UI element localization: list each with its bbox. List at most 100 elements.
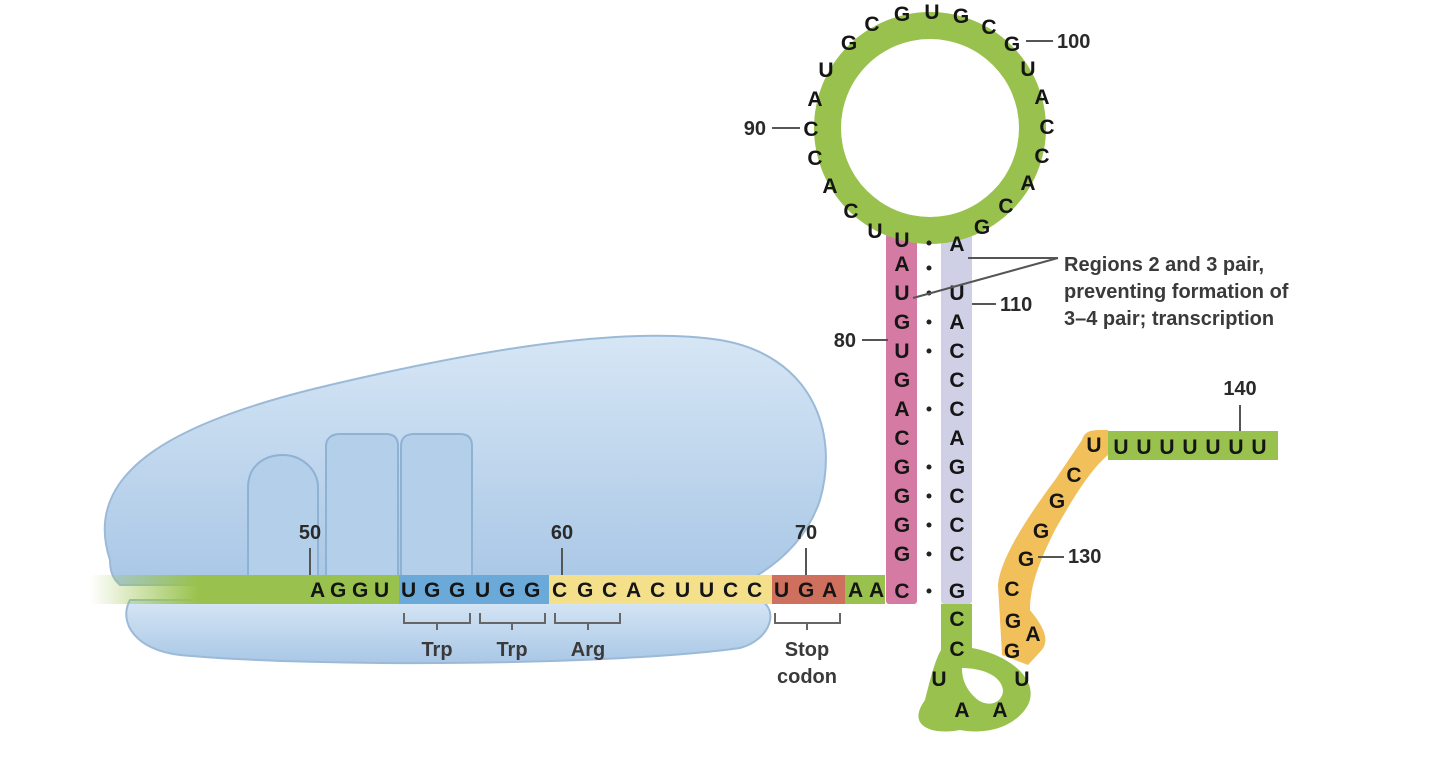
lower-stem-green	[918, 604, 1031, 732]
base: C	[894, 427, 909, 450]
base: G	[894, 3, 910, 26]
ribosome	[103, 334, 827, 665]
base: G	[894, 456, 910, 479]
strand-stop-region	[772, 575, 845, 604]
position-140-label: 140	[1223, 378, 1256, 400]
position-50-label: 50	[299, 522, 321, 544]
top-loop-join-gap	[917, 222, 941, 236]
base: A	[869, 579, 884, 602]
base: A	[626, 579, 641, 602]
base: C	[747, 579, 762, 602]
stop-codon-label-line1: Stop	[785, 639, 829, 661]
arg-codon-label: Arg	[571, 639, 605, 661]
base: G	[1004, 640, 1020, 663]
annotation-line-1: Regions 2 and 3 pair,	[1064, 254, 1264, 276]
base: A	[992, 699, 1007, 722]
base: C	[949, 398, 964, 421]
u-tract-bases: U U U U U U U	[1113, 436, 1266, 459]
lower-loop-gap	[962, 668, 1003, 704]
base: G	[894, 543, 910, 566]
base: G	[1033, 520, 1049, 543]
base: U	[1136, 436, 1151, 459]
strand-green-after-stop	[845, 575, 885, 604]
base: U	[374, 579, 389, 602]
base: A	[310, 579, 325, 602]
base: G	[330, 579, 346, 602]
base: U	[1228, 436, 1243, 459]
trna-site-3	[400, 433, 473, 581]
top-loop-hole	[841, 39, 1019, 217]
base: C	[894, 580, 909, 603]
base: G	[949, 456, 965, 479]
trp-codon-label: Trp	[421, 639, 452, 661]
base: U	[867, 220, 882, 243]
stop-codon-label-line2: codon	[777, 666, 837, 688]
base: U	[1086, 434, 1101, 457]
base: A	[954, 699, 969, 722]
base: U	[675, 579, 690, 602]
base: G	[499, 579, 515, 602]
base: G	[577, 579, 593, 602]
base: G	[841, 32, 857, 55]
base: C	[998, 195, 1013, 218]
base: C	[949, 608, 964, 631]
base: G	[953, 5, 969, 28]
base: U	[1251, 436, 1266, 459]
top-loop-bases: U C A C C A U G C G U G C G U A C C A C …	[803, 1, 1054, 243]
base: G	[1004, 33, 1020, 56]
terminator-u-tract	[1108, 431, 1278, 460]
position-markers: 50 60 70 80 90 100 110 130 140	[299, 31, 1257, 575]
lower-hairpin-bases: C C U A A U	[931, 608, 1029, 722]
base: G	[894, 369, 910, 392]
base: G	[1018, 548, 1034, 571]
strand-blue-region	[399, 575, 549, 604]
base: A	[822, 579, 837, 602]
base: G	[1049, 490, 1065, 513]
strand-green-lead	[90, 575, 400, 604]
base: G	[1005, 610, 1021, 633]
base: U	[1159, 436, 1174, 459]
base: U	[931, 668, 946, 691]
base: A	[949, 427, 964, 450]
pairing-annotation: Regions 2 and 3 pair, preventing formati…	[912, 254, 1289, 330]
base: A	[1034, 86, 1049, 109]
base: G	[798, 579, 814, 602]
trna-site-2	[325, 433, 399, 581]
base: C	[981, 16, 996, 39]
position-110-label: 110	[1000, 294, 1032, 316]
stem-right-bases: G C C C G A C C C A U A	[949, 233, 965, 603]
base: G	[424, 579, 440, 602]
base: G	[894, 514, 910, 537]
base: U	[401, 579, 416, 602]
base: A	[1025, 623, 1040, 646]
base: U	[699, 579, 714, 602]
stem-left-bases: C G G G G C A G U G U A U	[894, 229, 910, 603]
base: C	[843, 200, 858, 223]
position-70-label: 70	[795, 522, 817, 544]
base: U	[1182, 436, 1197, 459]
base: C	[807, 147, 822, 170]
base: C	[803, 118, 818, 141]
base: U	[1205, 436, 1220, 459]
base: U	[1113, 436, 1128, 459]
base: G	[449, 579, 465, 602]
position-60-label: 60	[551, 522, 573, 544]
base: U	[1014, 668, 1029, 691]
base: G	[894, 485, 910, 508]
base: A	[1020, 172, 1035, 195]
base: A	[848, 579, 863, 602]
base: C	[949, 514, 964, 537]
region-3-stem	[941, 228, 972, 604]
base: G	[974, 216, 990, 239]
base: U	[1020, 58, 1035, 81]
base: U	[924, 1, 939, 24]
base: U	[818, 59, 833, 82]
base: G	[949, 580, 965, 603]
base: C	[602, 579, 617, 602]
base: C	[864, 13, 879, 36]
region-4-tail	[998, 430, 1108, 665]
base: A	[894, 398, 909, 421]
region-2-stem	[886, 228, 917, 604]
annotation-line-2: preventing formation of	[1064, 281, 1289, 303]
